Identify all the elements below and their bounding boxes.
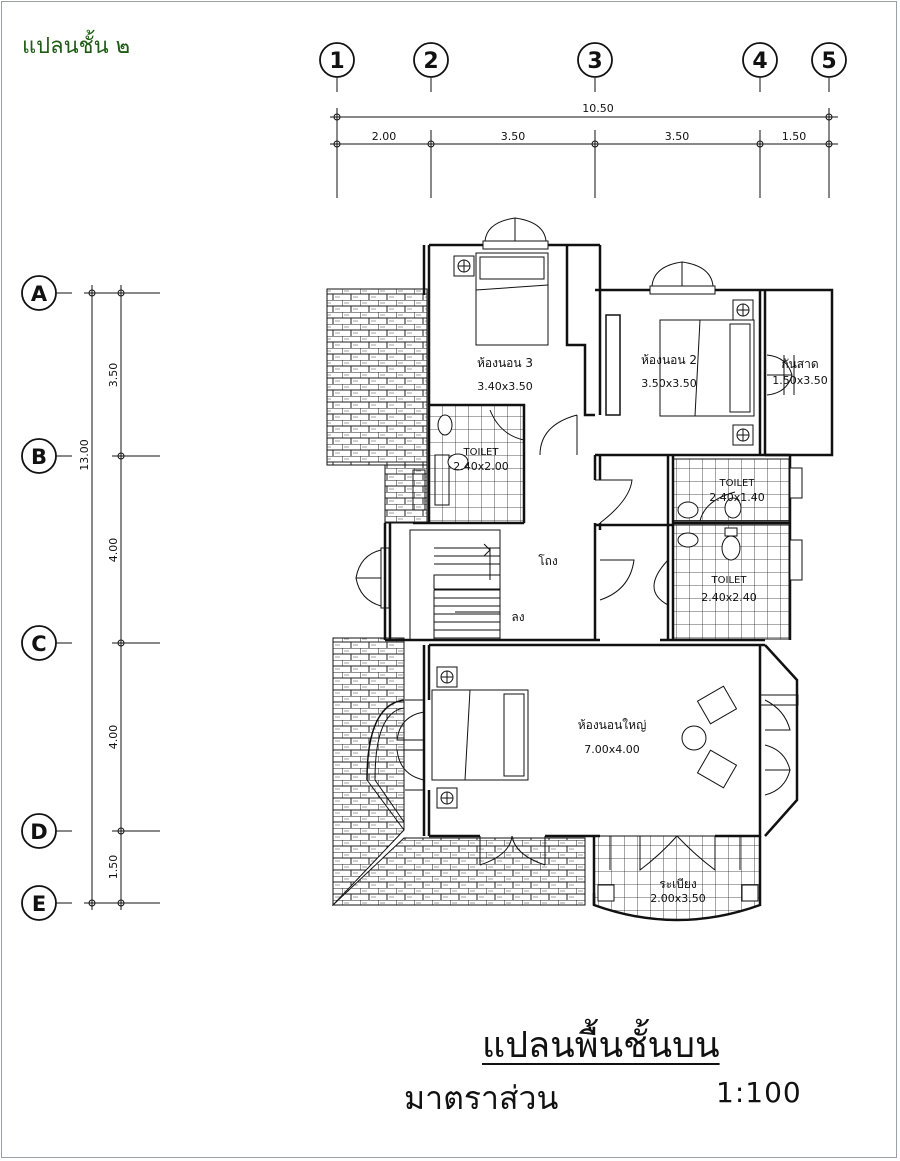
svg-text:C: C [31,632,46,656]
grid-bubble-2: 2 [413,42,449,78]
doors [412,409,741,872]
dim-col-2-3: 3.50 [501,130,526,143]
room-labels: ห้องนอน 3 3.40x3.50 ห้องนอน 2 3.50x3.50 … [453,353,828,905]
top-dimension-lines [330,113,838,148]
dim-row-b-c: 4.00 [107,538,120,563]
dim-col-3-4: 3.50 [665,130,690,143]
canopy-name: กันสาด [781,357,818,371]
svg-text:B: B [31,445,47,469]
drawing-title: แปลนพื้นชั้นบน [482,1025,720,1066]
toilet-right-bottom-name: TOILET [711,575,748,586]
grid-bubble-a: A [21,275,57,311]
grid-bubble-3: 3 [577,42,613,78]
bedroom2-size: 3.50x3.50 [641,377,697,390]
toilet-right-bottom-size: 2.40x2.40 [701,591,757,604]
grid-bubble-e: E [21,885,57,921]
grid-bubble-b: B [21,438,57,474]
scale-value: 1:100 [716,1076,802,1109]
dim-row-c-d: 4.00 [107,725,120,750]
column-grid-markers: 1 2 3 4 5 [319,42,847,198]
svg-text:E: E [32,892,46,916]
windows [355,217,799,831]
dim-overall-depth: 13.00 [78,439,91,471]
page-heading: แปลนชั้น ๒ [22,34,131,59]
stair-down-label: ลง [511,610,524,624]
toilet-right-top-name: TOILET [719,478,756,489]
dim-row-d-e: 1.50 [107,855,120,880]
walls [383,243,834,922]
svg-text:3: 3 [587,49,602,74]
grid-bubble-5: 5 [811,42,847,78]
hall-name: โถง [538,554,558,568]
roof-tiles [326,288,586,907]
svg-text:2: 2 [423,49,438,74]
furniture [431,252,755,789]
row-grid-markers: A B C D E [21,275,160,921]
bedroom3-name: ห้องนอน 3 [477,356,533,370]
grid-bubble-c: C [21,625,57,661]
veranda-name: ระเบียง [659,877,697,891]
toilet-left-name: TOILET [463,447,500,458]
canopy-size: 1.50x3.50 [772,374,828,387]
svg-text:D: D [30,820,47,844]
master-bedroom-size: 7.00x4.00 [584,743,640,756]
toilet-left-size: 2.40x2.00 [453,460,509,473]
scale-label: มาตราส่วน [404,1079,559,1117]
svg-text:1: 1 [329,49,344,74]
lamp-symbols [436,255,803,902]
svg-text:5: 5 [821,49,836,74]
left-dimension-lines [88,285,125,910]
dim-row-a-b: 3.50 [107,363,120,388]
dim-col-4-5: 1.50 [782,130,807,143]
grid-bubble-d: D [21,813,57,849]
bedroom2-name: ห้องนอน 2 [641,353,697,367]
bedroom3-size: 3.40x3.50 [477,380,533,393]
staircase [409,529,501,641]
master-bedroom-name: ห้องนอนใหญ่ [578,718,647,732]
svg-text:4: 4 [752,49,767,74]
dim-overall-width: 10.50 [582,102,614,115]
toilet-right-top-size: 2.40x1.40 [709,491,765,504]
grid-bubble-1: 1 [319,42,355,78]
veranda-size: 2.00x3.50 [650,892,706,905]
dim-col-1-2: 2.00 [372,130,397,143]
grid-bubble-4: 4 [742,42,778,78]
svg-text:A: A [31,282,48,306]
